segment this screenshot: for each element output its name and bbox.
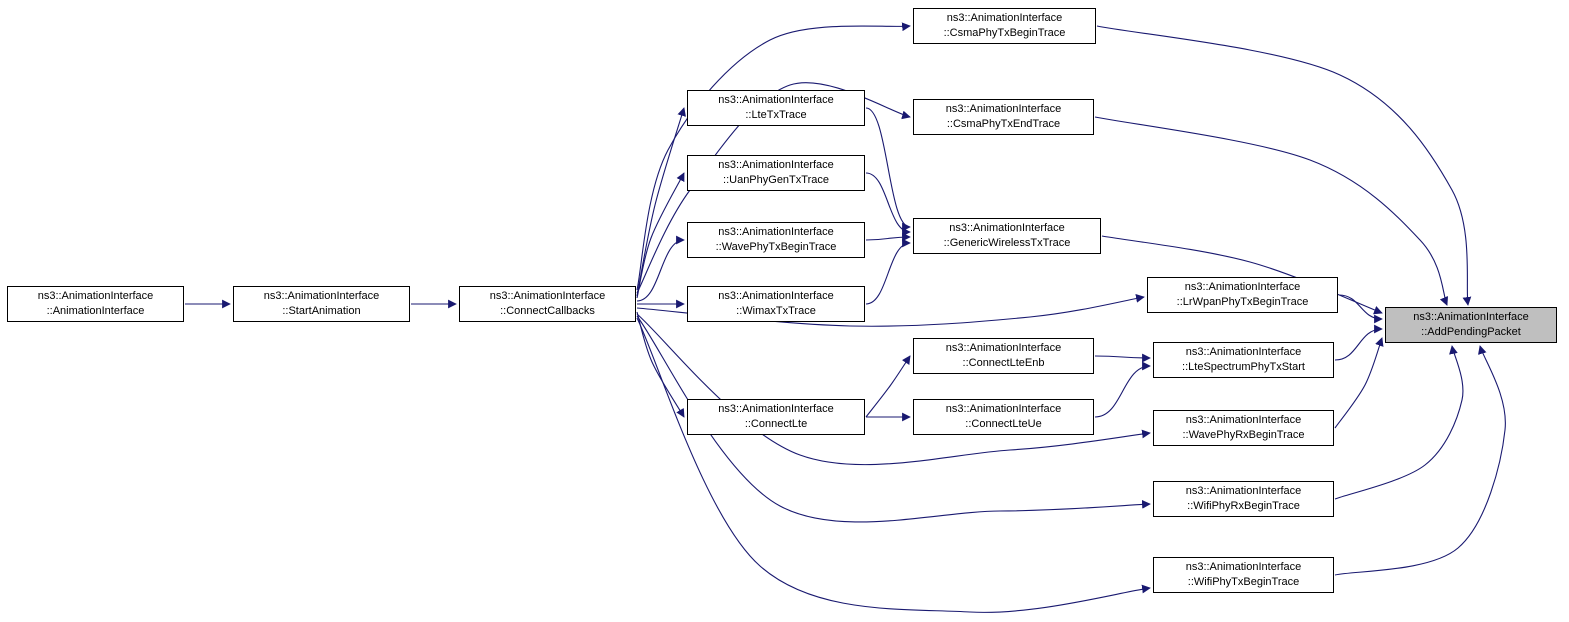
edge-uanphygentxtrace-to-genericwirelesstxtrace [865, 172, 911, 237]
node-label-line1: ns3::AnimationInterface [945, 342, 1062, 355]
node-animationinterface[interactable]: ns3::AnimationInterface ::AnimationInter… [7, 286, 184, 322]
node-label-line1: ns3::AnimationInterface [1185, 485, 1302, 498]
node-label-line2: ::LteSpectrumPhyTxStart [1182, 361, 1305, 373]
node-label-line1: ns3::AnimationInterface [1184, 281, 1301, 294]
edge-connectcallbacks-to-wavephytxbegintrace [636, 235, 685, 302]
node-label-line1: ns3::AnimationInterface [946, 12, 1063, 25]
node-label-line1: ns3::AnimationInterface [945, 403, 1062, 416]
node-label-line2: ::AnimationInterface [46, 305, 145, 317]
node-wavephytxbegintrace[interactable]: ns3::AnimationInterface ::WavePhyTxBegin… [687, 222, 865, 258]
node-label-line2: ::CsmaPhyTxEndTrace [946, 118, 1061, 130]
node-csmaphytxendtrace[interactable]: ns3::AnimationInterface ::CsmaPhyTxEndTr… [913, 99, 1094, 135]
node-uanphygentxtrace[interactable]: ns3::AnimationInterface ::UanPhyGenTxTra… [687, 155, 865, 191]
node-label-line2: ::GenericWirelessTxTrace [943, 237, 1071, 249]
edge-ltespectrumphytxstart-to-addpendingpacket [1334, 324, 1383, 361]
node-label-line1: ns3::AnimationInterface [718, 94, 834, 107]
node-label-line2: ::AddPendingPacket [1421, 326, 1521, 338]
node-label-line2: ::WimaxTxTrace [736, 305, 816, 317]
node-label-line1: ns3::AnimationInterface [263, 290, 380, 303]
node-label-line2: ::LteTxTrace [745, 109, 807, 121]
edge-wifiphytxbegintrace-to-addpendingpacket [1334, 345, 1506, 576]
node-wavephyrxbegintrace[interactable]: ns3::AnimationInterface ::WavePhyRxBegin… [1153, 410, 1334, 446]
node-label-line2: ::ConnectLte [744, 418, 808, 430]
node-label-line1: ns3::AnimationInterface [718, 226, 834, 239]
node-connectlteenb[interactable]: ns3::AnimationInterface ::ConnectLteEnb [913, 338, 1094, 374]
edge-connectcallbacks-to-uanphygentxtrace [636, 172, 685, 299]
node-label-line2: ::LrWpanPhyTxBeginTrace [1176, 296, 1309, 308]
edge-wifiphyrxbegintrace-to-addpendingpacket [1334, 345, 1464, 500]
node-addpendingpacket-current: ns3::AnimationInterface ::AddPendingPack… [1385, 307, 1557, 343]
node-label-line2: ::ConnectCallbacks [500, 305, 595, 317]
node-label-line1: ns3::AnimationInterface [37, 290, 154, 303]
node-label-line2: ::WavePhyTxBeginTrace [715, 241, 837, 253]
node-label-line1: ns3::AnimationInterface [1413, 311, 1529, 324]
node-label-line1: ns3::AnimationInterface [489, 290, 606, 303]
node-label-line1: ns3::AnimationInterface [1185, 346, 1302, 359]
node-wifiphyrxbegintrace[interactable]: ns3::AnimationInterface ::WifiPhyRxBegin… [1153, 481, 1334, 517]
node-csmaphytxbegintrace[interactable]: ns3::AnimationInterface ::CsmaPhyTxBegin… [913, 8, 1096, 44]
edge-csmaphytxbegintrace-to-addpendingpacket [1096, 25, 1472, 306]
edge-connectcallbacks-to-wavephyrxbegintrace [636, 313, 1151, 466]
node-label-line2: ::WifiPhyTxBeginTrace [1187, 576, 1300, 588]
node-label-line1: ns3::AnimationInterface [949, 222, 1065, 235]
node-label-line1: ns3::AnimationInterface [1185, 561, 1302, 574]
edge-wavephyrxbegintrace-to-addpendingpacket [1334, 337, 1384, 429]
node-label-line2: ::WavePhyRxBeginTrace [1182, 429, 1305, 441]
edge-connectcallbacks-to-ltetxtrace [636, 107, 686, 297]
edge-connectlte-to-connectlteenb [865, 355, 911, 418]
edge-connectcallbacks-to-connectlte [636, 311, 685, 418]
node-label-line2: ::ConnectLteUe [965, 418, 1042, 430]
node-lrwpanphytxbegintrace[interactable]: ns3::AnimationInterface ::LrWpanPhyTxBeg… [1147, 277, 1338, 313]
node-label-line2: ::StartAnimation [282, 305, 361, 317]
node-connectlte[interactable]: ns3::AnimationInterface ::ConnectLte [687, 399, 865, 435]
edge-connectlteue-to-ltespectrumphytxstart [1094, 361, 1151, 418]
node-startanimation[interactable]: ns3::AnimationInterface ::StartAnimation [233, 286, 410, 322]
edge-wavephytxbegintrace-to-genericwirelesstxtrace [865, 232, 911, 242]
node-ltespectrumphytxstart[interactable]: ns3::AnimationInterface ::LteSpectrumPhy… [1153, 342, 1334, 378]
node-wifiphytxbegintrace[interactable]: ns3::AnimationInterface ::WifiPhyTxBegin… [1153, 557, 1334, 593]
node-ltetxtrace[interactable]: ns3::AnimationInterface ::LteTxTrace [687, 90, 865, 126]
node-label-line1: ns3::AnimationInterface [1185, 414, 1302, 427]
node-label-line1: ns3::AnimationInterface [718, 290, 834, 303]
node-label-line2: ::WifiPhyRxBeginTrace [1187, 500, 1300, 512]
edge-lrwpanphytxbegintrace-to-addpendingpacket [1338, 294, 1383, 324]
node-wimaxtxtrace[interactable]: ns3::AnimationInterface ::WimaxTxTrace [687, 286, 865, 322]
edge-ltetxtrace-to-genericwirelesstxtrace [865, 107, 911, 232]
node-genericwirelesstxtrace[interactable]: ns3::AnimationInterface ::GenericWireles… [913, 218, 1101, 254]
edge-wimaxtxtrace-to-genericwirelesstxtrace [865, 238, 911, 305]
node-label-line2: ::CsmaPhyTxBeginTrace [943, 27, 1066, 39]
node-connectcallbacks[interactable]: ns3::AnimationInterface ::ConnectCallbac… [459, 286, 636, 322]
node-label-line1: ns3::AnimationInterface [945, 103, 1062, 116]
node-label-line2: ::UanPhyGenTxTrace [723, 174, 829, 186]
node-label-line1: ns3::AnimationInterface [718, 159, 834, 172]
node-connectlteue[interactable]: ns3::AnimationInterface ::ConnectLteUe [913, 399, 1094, 435]
node-label-line2: ::ConnectLteEnb [962, 357, 1045, 369]
edge-connectlteenb-to-ltespectrumphytxstart [1094, 353, 1151, 363]
node-label-line1: ns3::AnimationInterface [718, 403, 834, 416]
